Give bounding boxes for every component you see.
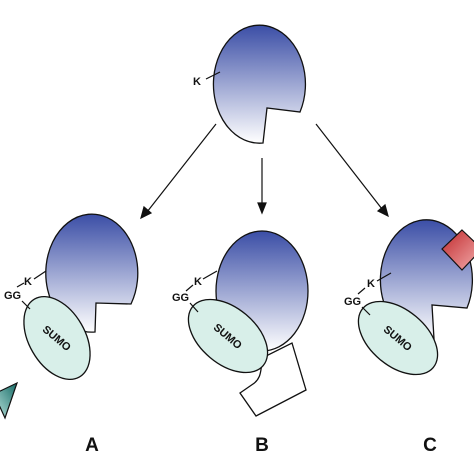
panel-b-gg-label: GG [172, 292, 189, 304]
panel-a-lysine-label: K [24, 276, 32, 288]
panel-b: SUMO K GG [172, 230, 309, 417]
panel-c-gg-stalk [361, 306, 371, 316]
arrow-to-a [146, 123, 217, 213]
panel-c-gg-label: GG [344, 296, 361, 308]
top-lysine-label: K [193, 76, 201, 88]
panel-label-b: B [255, 435, 269, 456]
panel-c-lysine-tick [376, 272, 392, 282]
panel-b-gg-tick [185, 284, 194, 292]
panel-b-lysine-tick [202, 270, 218, 280]
arrow-to-c-head [376, 203, 389, 218]
panel-a-gg-tick [16, 282, 25, 288]
arrow-to-c [315, 123, 383, 210]
panel-c-lysine-label: K [367, 278, 375, 290]
panel-b-lysine-label: K [194, 276, 202, 288]
top-protein-group: K [193, 24, 307, 144]
panel-c-gg-tick [357, 287, 366, 295]
panel-b-gg-stalk [189, 302, 199, 313]
top-lysine-tick [205, 71, 221, 80]
panel-a-lysine-tick [33, 270, 47, 280]
arrow-to-b-head [257, 202, 267, 215]
panel-a-gg-stalk [21, 300, 31, 310]
panel-a-teal-partner [0, 381, 19, 420]
panel-c-red-partner [441, 229, 474, 271]
panel-c: SUMO K GG [344, 219, 474, 376]
panel-a: SUMO K GG [0, 213, 139, 420]
arrows [140, 123, 389, 220]
arrow-to-a-head [140, 205, 153, 220]
panel-a-sumo-shape [23, 295, 91, 381]
panel-label-a: A [85, 435, 99, 456]
panel-a-gg-label: GG [4, 290, 21, 302]
top-protein-shape [212, 24, 307, 144]
panel-label-c: C [423, 435, 437, 456]
